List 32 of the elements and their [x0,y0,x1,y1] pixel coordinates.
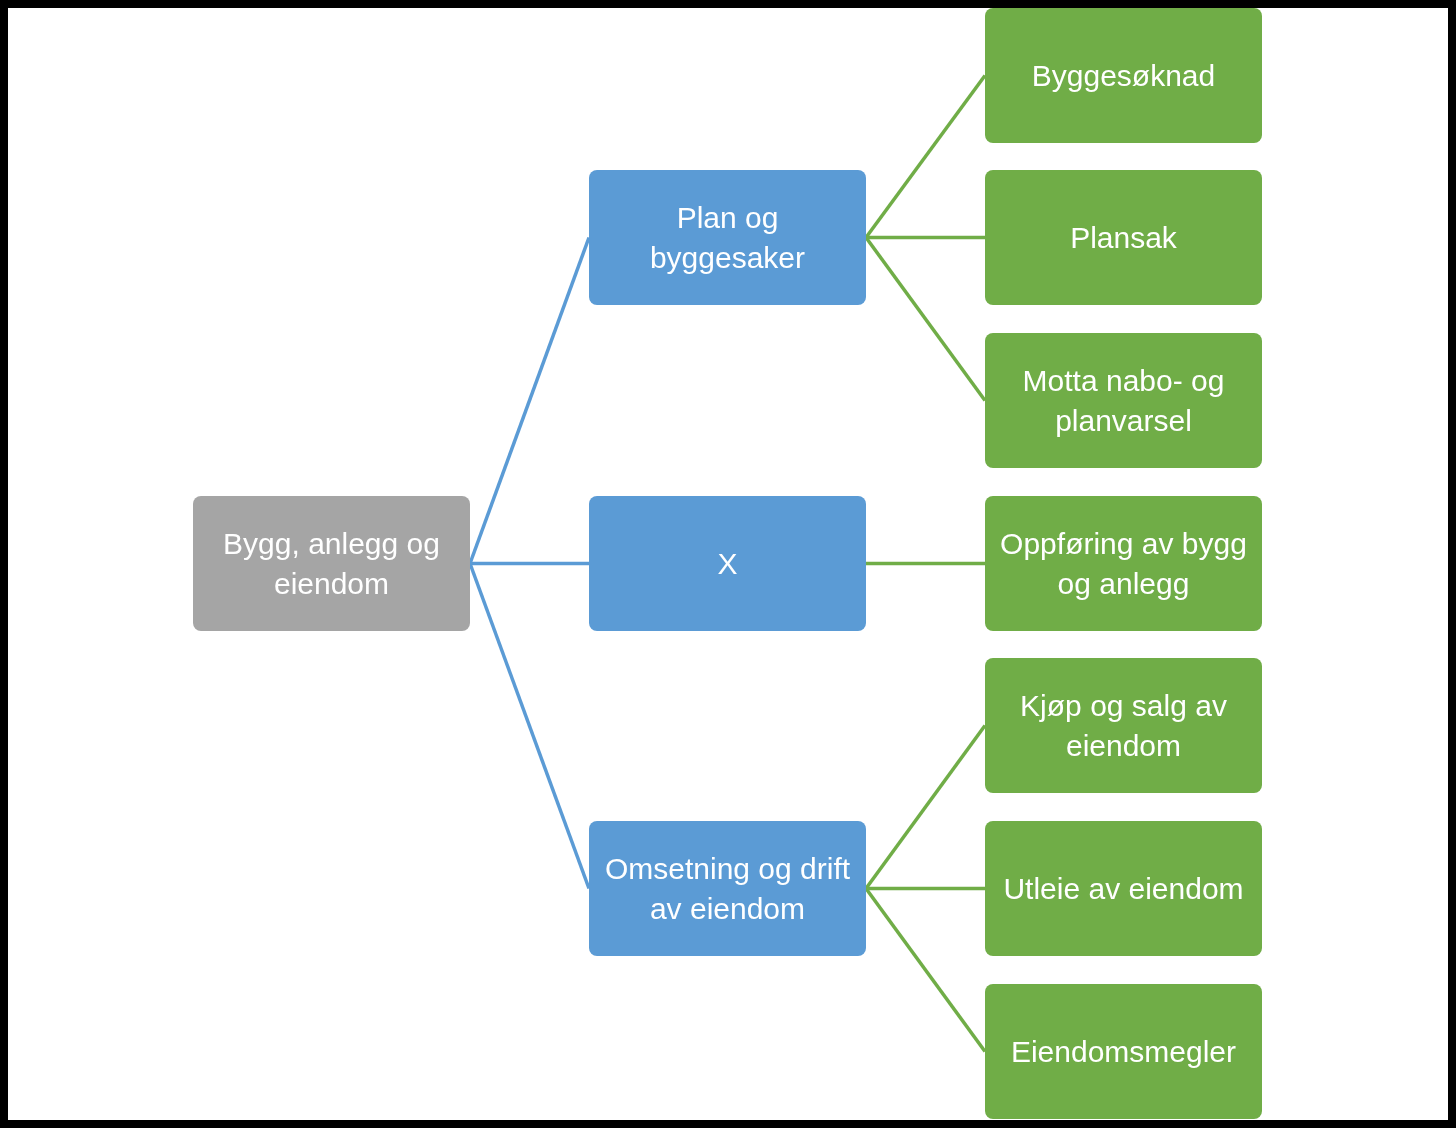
box-label: Plan og byggesaker [648,199,807,276]
box-label: Bygg, anlegg og eiendom [222,525,441,602]
box-label: Oppføring av bygg og anlegg [999,525,1248,602]
process-box [589,496,866,631]
connector-line [864,236,987,402]
box-label: Eiendomsmegler [1010,1033,1237,1070]
process-box [985,170,1262,305]
box-label: Omsetning og drift av eiendom [603,850,852,927]
process-box [589,821,866,956]
process-box [985,496,1262,631]
box-label: Utleie av eiendom [1003,870,1244,907]
process-box [985,984,1262,1119]
box-label: X [717,545,738,582]
process-box [985,821,1262,956]
connector-line [864,74,987,239]
process-box [589,170,866,305]
connector-line [864,887,987,1053]
connector-line [866,561,985,566]
process-box [985,658,1262,793]
connector-line [866,235,985,240]
connector-line [468,562,591,890]
process-box [985,8,1262,143]
box-label: Kjøp og salg av eiendom [1019,687,1228,764]
box-label: Plansak [1070,219,1177,256]
connector-line [864,724,987,890]
process-box [985,333,1262,468]
process-box [193,496,470,631]
connector-line [866,886,985,891]
box-label: Byggesøknad [1031,57,1216,94]
connector-line [470,561,589,566]
connector-line [468,236,591,565]
box-label: Motta nabo- og planvarsel [1021,362,1226,439]
